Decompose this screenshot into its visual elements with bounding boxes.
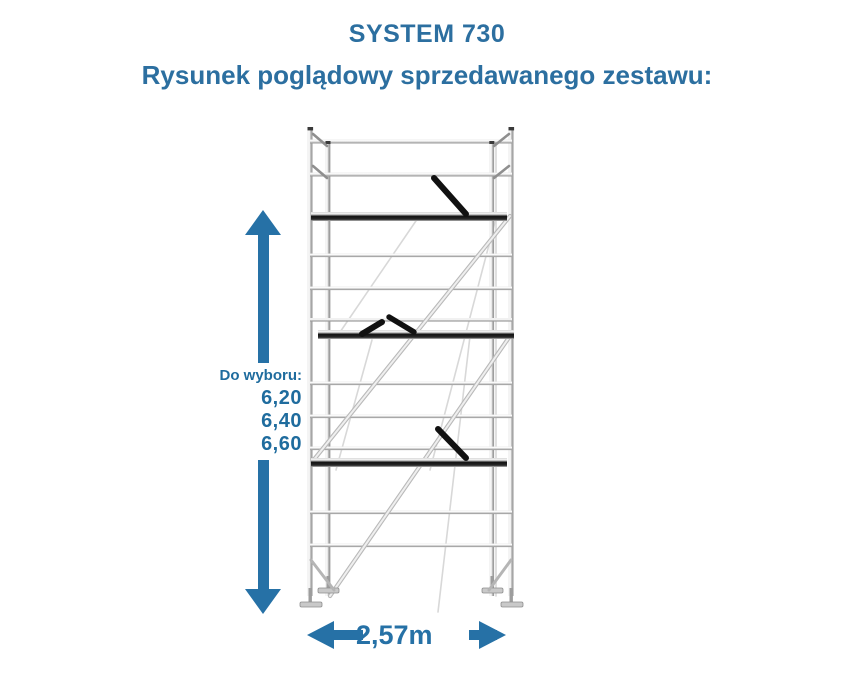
scaffold-hatch-braces <box>359 175 469 461</box>
scaffold-top-caps <box>307 127 515 144</box>
scaffold-base-jacks <box>299 558 524 608</box>
height-option-3: 6,60 <box>261 433 302 455</box>
page-title: SYSTEM 730 <box>348 20 506 48</box>
scaffold-top-knee-braces <box>311 132 511 180</box>
deck-upper <box>311 212 507 221</box>
height-caption: Do wyboru: <box>219 367 303 384</box>
deck-lower <box>311 458 507 467</box>
scaffold-horizontal-rails <box>310 139 512 548</box>
scaffold-platform-decks <box>311 212 514 467</box>
deck-middle <box>318 330 514 339</box>
title-block: SYSTEM 730 Rysunek poglądowy sprzedawane… <box>0 18 854 92</box>
height-option-2: 6,40 <box>261 410 302 432</box>
scaffold-diagonal-braces <box>309 213 513 599</box>
scaffold-frame-left <box>307 128 331 596</box>
scaffold-hatch-braces-mid <box>386 314 417 335</box>
page-subtitle: Rysunek poglądowy sprzedawanego zestawu: <box>141 60 713 90</box>
width-annotation-label: 2,57m <box>356 620 433 650</box>
scaffold-frame-right <box>489 128 514 596</box>
height-option-1: 6,20 <box>261 387 302 409</box>
height-annotation: Do wyboru: 6,20 6,40 6,60 <box>196 364 303 456</box>
